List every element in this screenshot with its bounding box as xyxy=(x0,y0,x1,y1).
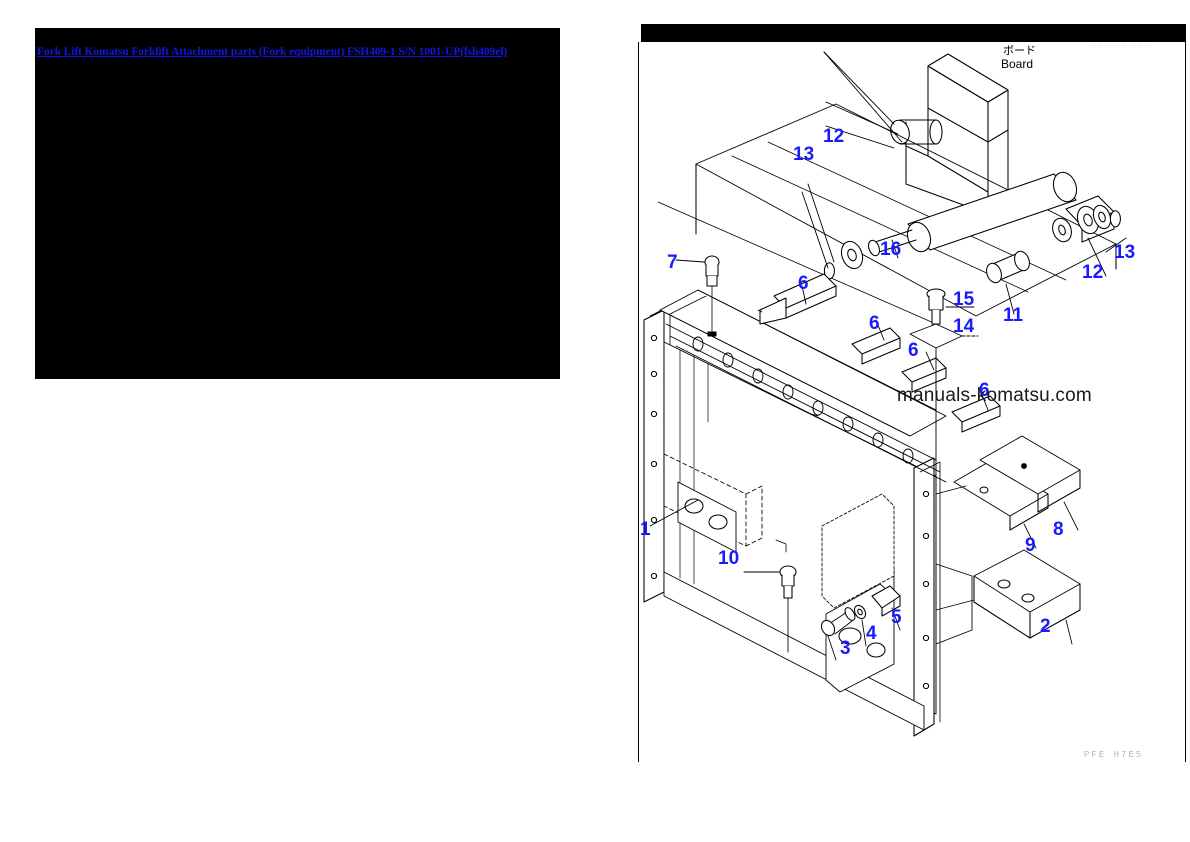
wear-pads-6 xyxy=(759,273,1001,433)
upper-hook-rail xyxy=(665,323,947,483)
callout-7: 7 xyxy=(667,252,678,273)
callout-8: 8 xyxy=(1053,519,1064,540)
callout-16: 16 xyxy=(880,239,902,260)
cylinder-left-eye xyxy=(823,240,864,280)
callout-14: 14 xyxy=(953,316,975,337)
callout-6-d: 6 xyxy=(979,380,990,401)
callout-15: 15 xyxy=(953,289,975,310)
board-assembly xyxy=(823,51,1009,215)
parts-diagram-panel: ··· ·· ··· PFE H7E5 xyxy=(636,24,1190,766)
fasteners-3-4-5 xyxy=(820,585,901,661)
bottom-mount-plate xyxy=(821,493,895,693)
pin-10 xyxy=(743,565,797,653)
bolt-15-plate-14 xyxy=(909,288,979,517)
callout-1: 1 xyxy=(640,519,651,540)
diagram-corner-code: PFE H7E5 xyxy=(1084,750,1144,760)
callout-9: 9 xyxy=(1025,535,1036,556)
diagram-header-code: ··· ·· ··· xyxy=(1092,42,1151,51)
callout-5: 5 xyxy=(891,607,902,628)
backplate-boss xyxy=(677,481,737,553)
page-title-link[interactable]: Fork Lift Komatsu Forklift Attachment pa… xyxy=(37,46,508,58)
callout-12-a: 12 xyxy=(823,126,845,147)
callout-2: 2 xyxy=(1040,616,1051,637)
board-label-english: Board xyxy=(1001,57,1034,71)
lower-bracket-2 xyxy=(935,549,1081,645)
exploded-parts-drawing xyxy=(643,51,1127,737)
callout-11: 11 xyxy=(1003,305,1024,326)
callout-13-b: 13 xyxy=(1114,242,1136,263)
upper-plate-plane xyxy=(657,103,1117,325)
hydraulic-cylinder-16 xyxy=(823,171,1121,284)
site-watermark: manuals-komatsu.com xyxy=(897,385,1092,406)
callout-12-b: 12 xyxy=(1082,262,1104,283)
callout-13-a: 13 xyxy=(793,144,815,165)
diagram-top-black-bar xyxy=(641,24,1186,42)
black-image-placeholder xyxy=(35,28,560,379)
callout-3: 3 xyxy=(840,638,851,659)
diagram-frame-right-border xyxy=(1185,42,1186,762)
callout-10: 10 xyxy=(718,548,740,569)
callout-6-c: 6 xyxy=(908,340,919,361)
diagram-frame-left-border xyxy=(638,42,639,762)
grease-fitting-7 xyxy=(675,255,720,337)
board-label-japanese: ボード xyxy=(1003,44,1036,57)
callout-4: 4 xyxy=(866,623,877,644)
wear-bars-8-9 xyxy=(935,435,1081,549)
callout-6-b: 6 xyxy=(869,313,880,334)
callout-6-a: 6 xyxy=(798,273,809,294)
